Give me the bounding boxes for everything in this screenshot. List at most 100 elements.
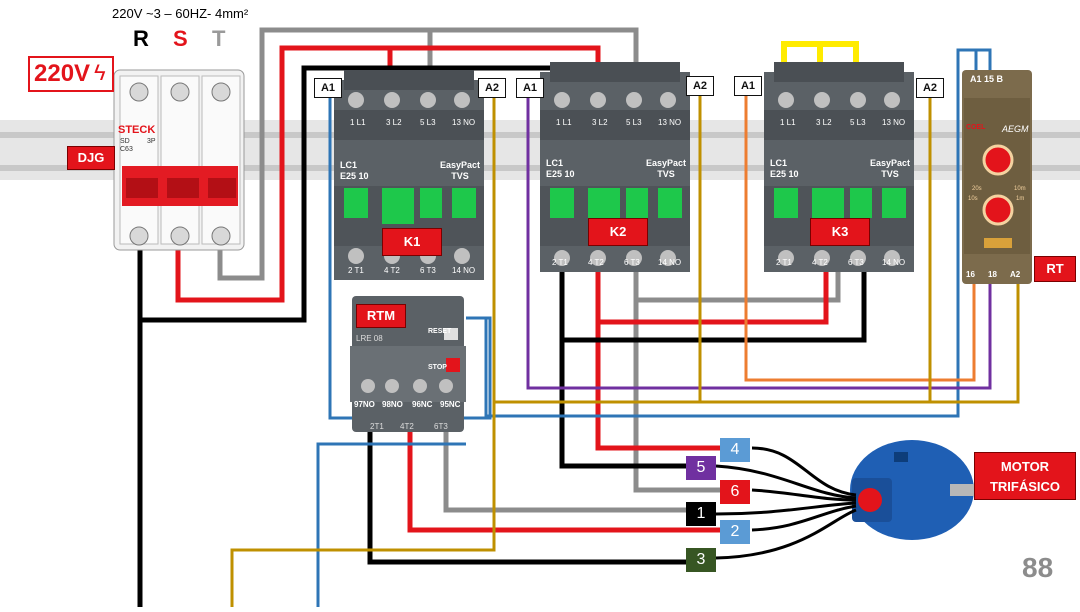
phase-r-label: R [133,26,149,51]
k1-bot-no: 14 NO [452,266,476,275]
rt-scale-4: 1m [1016,196,1025,202]
k2-top-no: 13 NO [658,118,682,127]
motor-terminal-1: 1 [686,502,716,526]
wire-red-2 [407,420,720,533]
k2-bot-t2: 4 T2 [588,258,604,267]
k3-top-l3: 5 L3 [850,118,866,127]
k3-bot-t1: 2 T1 [776,258,792,267]
rtm-contact-98: 98NO [382,400,403,409]
k1-top-no: 13 NO [452,118,476,127]
rtm-out-2: 4T2 [400,422,414,431]
breaker-tag: DJG [67,146,115,170]
rt-scale-1: 20s [972,186,982,192]
k3-model: LC1 E25 10 [770,158,799,179]
k2-bot-no: 14 NO [658,258,682,267]
rt-term-a2: A2 [1010,270,1021,279]
phase-s-label: S [173,26,188,51]
motor-leads [715,446,857,560]
k1-top-l3: 5 L3 [420,118,436,127]
k2-top-l3: 5 L3 [626,118,642,127]
timer-relay-rt [962,70,1032,284]
rt-top-terms: A1 15 B [970,74,1004,84]
k2-brand: EasyPact TVS [646,158,687,179]
supply-spec: 220V ~3 – 60HZ- 4mm² [112,6,249,21]
k1-top-l1: 1 L1 [350,118,366,127]
k3-top-l2: 3 L2 [816,118,832,127]
k1-tag: K1 [382,228,442,256]
rt-term-16: 16 [966,270,975,279]
k2-top-l1: 1 L1 [556,118,572,127]
k2-a1-label: A1 [516,78,544,98]
rt-term-18: 18 [988,270,997,279]
k1-brand: EasyPact TVS [440,160,481,181]
k2-bot-t3: 6 T3 [624,258,640,267]
k3-bot-t2: 4 T2 [812,258,828,267]
breaker-model-3: 3P [147,138,156,145]
k3-top-l1: 1 L1 [780,118,796,127]
k3-bot-t3: 6 T3 [848,258,864,267]
wire-k2-k3-red [598,262,829,325]
k1-bot-t1: 2 T1 [348,266,364,275]
wire-s-feed [175,45,601,303]
k1-a1-label: A1 [314,78,342,98]
motor-title: MOTOR TRIFÁSICO [974,452,1076,500]
k2-tag: K2 [588,218,648,246]
rtm-out-1: 2T1 [370,422,384,431]
k2-model: LC1 E25 10 [546,158,575,179]
k3-a2-label: A2 [916,78,944,98]
k1-top-l2: 3 L2 [386,118,402,127]
motor-terminal-5: 5 [686,456,716,480]
wire-k2-k3-gray [633,260,841,303]
rt-brand: COEL [966,124,986,131]
motor-terminal-6: 6 [720,480,750,504]
motor-terminal-3: 3 [686,548,716,572]
wire-orange [744,96,976,382]
wire-purple [526,96,992,390]
k1-bot-t2: 4 T2 [384,266,400,275]
voltage-badge-text: 220V [34,60,91,87]
rtm-reset-label: RESET [428,328,452,335]
wire-gold-rt [494,280,1020,404]
k2-a2-label: A2 [686,76,714,96]
contactor-k2 [540,62,690,272]
overload-relay-rtm [350,296,466,432]
wires [137,27,867,607]
voltage-badge: 220V ϟ [28,56,114,92]
wire-gray-6 [633,300,736,493]
motor [850,440,974,540]
k3-tag: K3 [810,218,870,246]
rt-model: AEGM [1002,124,1029,134]
wire-k2-k3-black [562,262,867,343]
rtm-out-3: 6T3 [434,422,448,431]
rtm-contact-97: 97NO [354,400,375,409]
rtm-stop-label: STOP [428,364,447,371]
rtm-contact-95: 95NC [440,400,461,409]
k3-a1-label: A1 [734,76,762,96]
rt-tag: RT [1034,256,1076,282]
wire-black-3 [367,420,686,565]
wire-gray-1 [443,420,686,513]
wire-blue-rt [484,48,992,418]
k1-model: LC1 E25 10 [340,160,369,181]
k1-bot-t3: 6 T3 [420,266,436,275]
k1-a2-label: A2 [478,78,506,98]
control-wires [230,48,1020,607]
k3-top-no: 13 NO [882,118,906,127]
page-number: 88 [1022,552,1054,583]
rtm-model: LRE 08 [356,334,383,343]
wire-blue-a1 [328,96,492,420]
k3-brand: EasyPact TVS [870,158,911,179]
k2-top-l2: 3 L2 [592,118,608,127]
wire-blue-bottom [316,442,466,607]
rt-scale-2: 10s [968,196,978,202]
rtm-contact-96: 96NC [412,400,433,409]
wire-red-4 [595,262,720,451]
rt-scale-3: 10m [1014,186,1026,192]
motor-terminal-2: 2 [720,520,750,544]
motor-terminal-4: 4 [720,438,750,462]
breaker-model-2: C63 [120,146,133,153]
k2-bot-t1: 2 T1 [552,258,568,267]
wire-t-feed [217,27,639,281]
